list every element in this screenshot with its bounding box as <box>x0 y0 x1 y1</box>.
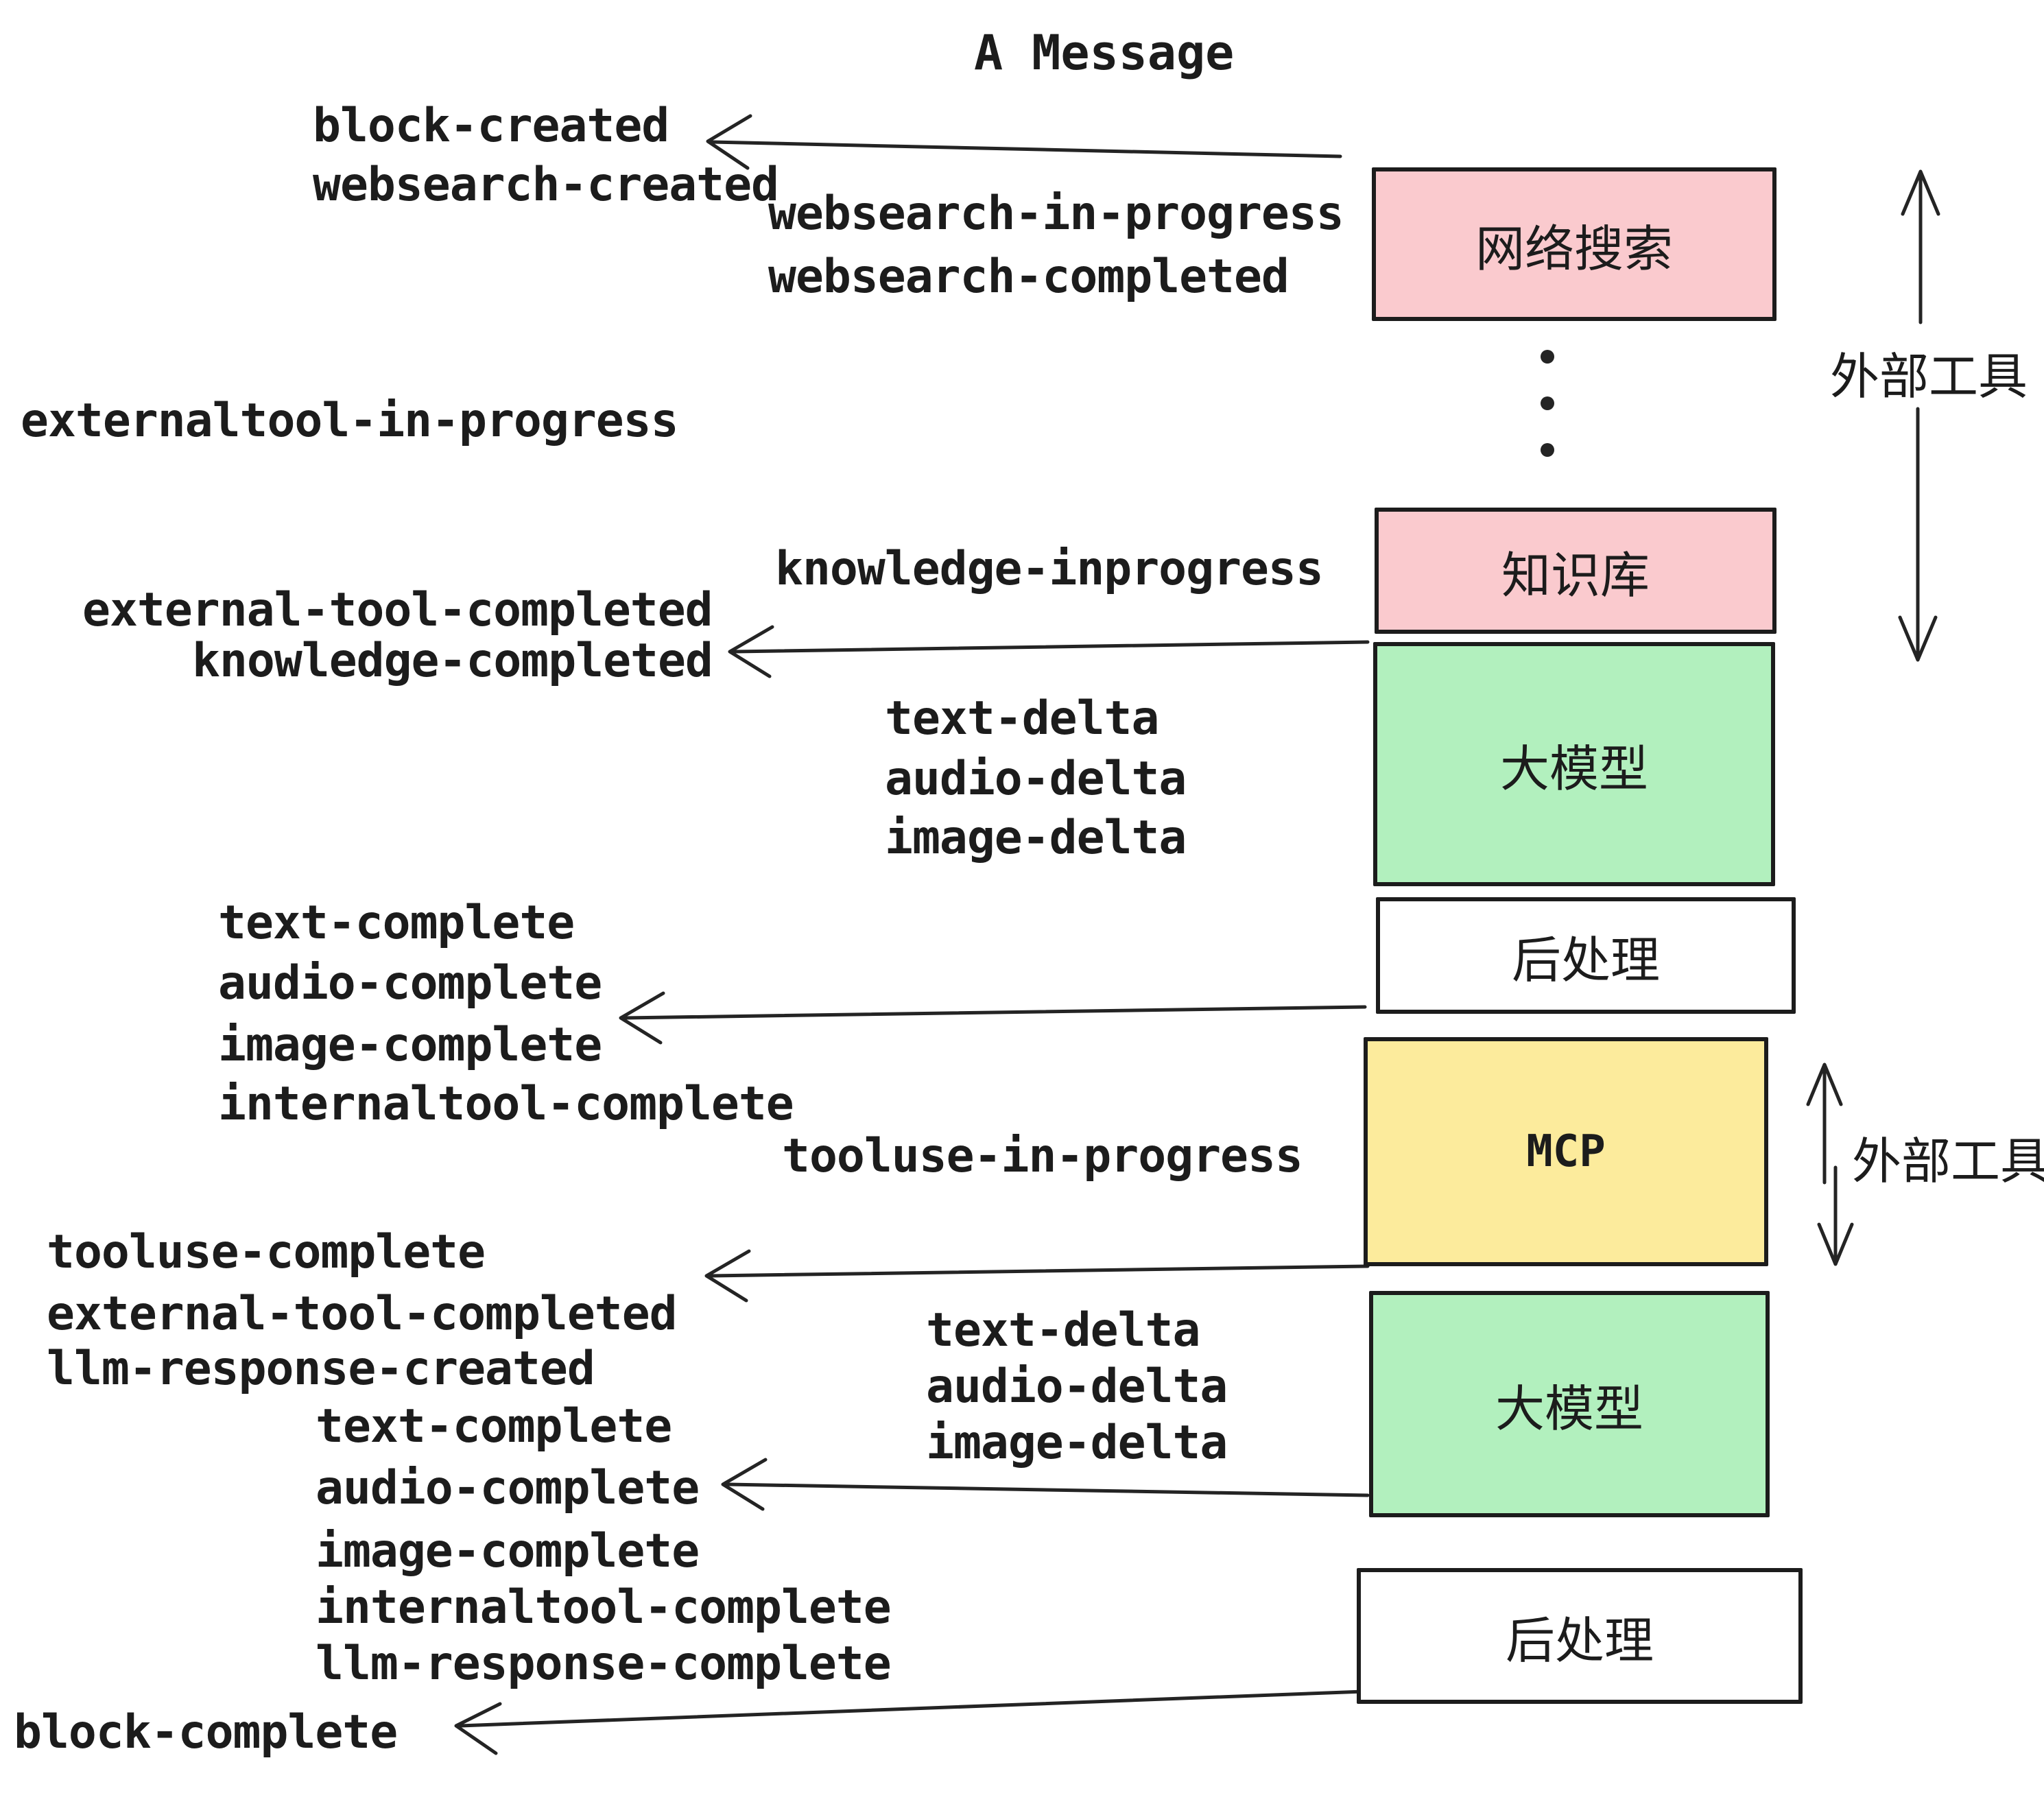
arrow-to-block-complete <box>454 1689 1366 1755</box>
event-label-llm-response-complete: llm-response-complete <box>316 1637 892 1691</box>
box-llm-1: 大模型 <box>1373 642 1775 886</box>
box-knowledge-base-label: 知识库 <box>1501 548 1650 604</box>
external-tools-down-arrow-2 <box>1817 1165 1854 1266</box>
event-label-tooluse-complete: tooluse-complete <box>47 1225 486 1279</box>
arrow-to-audio-complete-2 <box>721 1458 1370 1511</box>
event-label-websearch-completed: websearch-completed <box>768 250 1290 304</box>
event-label-knowledge-completed: knowledge-completed <box>192 634 713 688</box>
event-label-knowledge-inprogress: knowledge-inprogress <box>775 542 1324 596</box>
event-label-externaltool-in-progress: externaltool-in-progress <box>21 394 679 448</box>
box-llm-2-label: 大模型 <box>1495 1381 1643 1437</box>
event-label-internaltool-complete-2: internaltool-complete <box>316 1580 892 1635</box>
event-label-audio-complete-1: audio-complete <box>218 956 602 1010</box>
event-label-audio-delta-2: audio-delta <box>926 1360 1228 1414</box>
box-post-process-2-label: 后处理 <box>1505 1613 1654 1669</box>
arrow-to-tooluse-complete <box>704 1249 1370 1303</box>
event-label-llm-response-created: llm-response-created <box>47 1342 595 1396</box>
box-knowledge-base: 知识库 <box>1375 508 1776 634</box>
diagram-title: A Message <box>974 25 1235 81</box>
event-label-external-tool-completed-1: external-tool-completed <box>82 583 713 637</box>
external-tools-down-arrow-1 <box>1898 407 1938 662</box>
external-tools-up-arrow-2 <box>1806 1063 1843 1185</box>
ellipsis-dots <box>1541 350 1554 457</box>
box-llm-1-label: 大模型 <box>1499 741 1648 797</box>
external-tools-up-arrow-1 <box>1901 169 1940 324</box>
box-post-process-1: 后处理 <box>1376 897 1796 1014</box>
event-label-audio-delta-1: audio-delta <box>885 752 1187 806</box>
event-label-external-tool-completed-2: external-tool-completed <box>47 1287 678 1341</box>
box-mcp: MCP <box>1364 1037 1768 1266</box>
event-label-image-complete-1: image-complete <box>218 1018 602 1072</box>
box-web-search-label: 网络搜索 <box>1475 222 1673 277</box>
event-label-block-complete: block-complete <box>14 1705 398 1759</box>
event-label-websearch-created: websearch-created <box>313 158 779 212</box>
arrow-to-image-complete <box>619 991 1367 1045</box>
event-label-image-delta-1: image-delta <box>885 811 1187 865</box>
event-label-block-created: block-created <box>313 99 669 153</box>
event-label-text-delta-2: text-delta <box>926 1303 1200 1357</box>
external-tools-label-2: 外部工具 <box>1852 1135 2044 1189</box>
event-label-text-complete-2: text-complete <box>316 1399 672 1453</box>
arrow-to-knowledge-completed <box>728 625 1370 678</box>
event-label-text-delta-1: text-delta <box>885 691 1159 746</box>
event-label-websearch-in-progress: websearch-in-progress <box>768 187 1344 241</box>
box-llm-2: 大模型 <box>1369 1291 1770 1517</box>
event-label-text-complete-1: text-complete <box>218 896 575 950</box>
box-post-process-1-label: 后处理 <box>1511 933 1660 988</box>
event-label-internaltool-complete-1: internaltool-complete <box>218 1077 794 1131</box>
event-label-image-delta-2: image-delta <box>926 1416 1228 1470</box>
external-tools-label-1: 外部工具 <box>1830 350 2028 405</box>
arrow-to-websearch-created <box>706 114 1342 170</box>
event-label-image-complete-2: image-complete <box>316 1524 700 1578</box>
event-label-audio-complete-2: audio-complete <box>316 1461 700 1515</box>
event-label-tooluse-in-progress: tooluse-in-progress <box>782 1129 1303 1183</box>
box-mcp-label: MCP <box>1526 1126 1606 1177</box>
box-web-search: 网络搜索 <box>1372 167 1776 321</box>
box-post-process-2: 后处理 <box>1357 1568 1803 1704</box>
